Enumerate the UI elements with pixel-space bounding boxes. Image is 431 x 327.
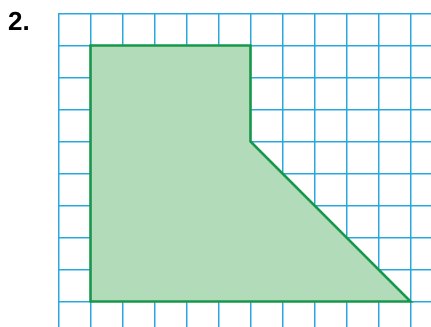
problem-number: 2. <box>8 6 30 36</box>
shaded-polygon <box>89 44 414 303</box>
